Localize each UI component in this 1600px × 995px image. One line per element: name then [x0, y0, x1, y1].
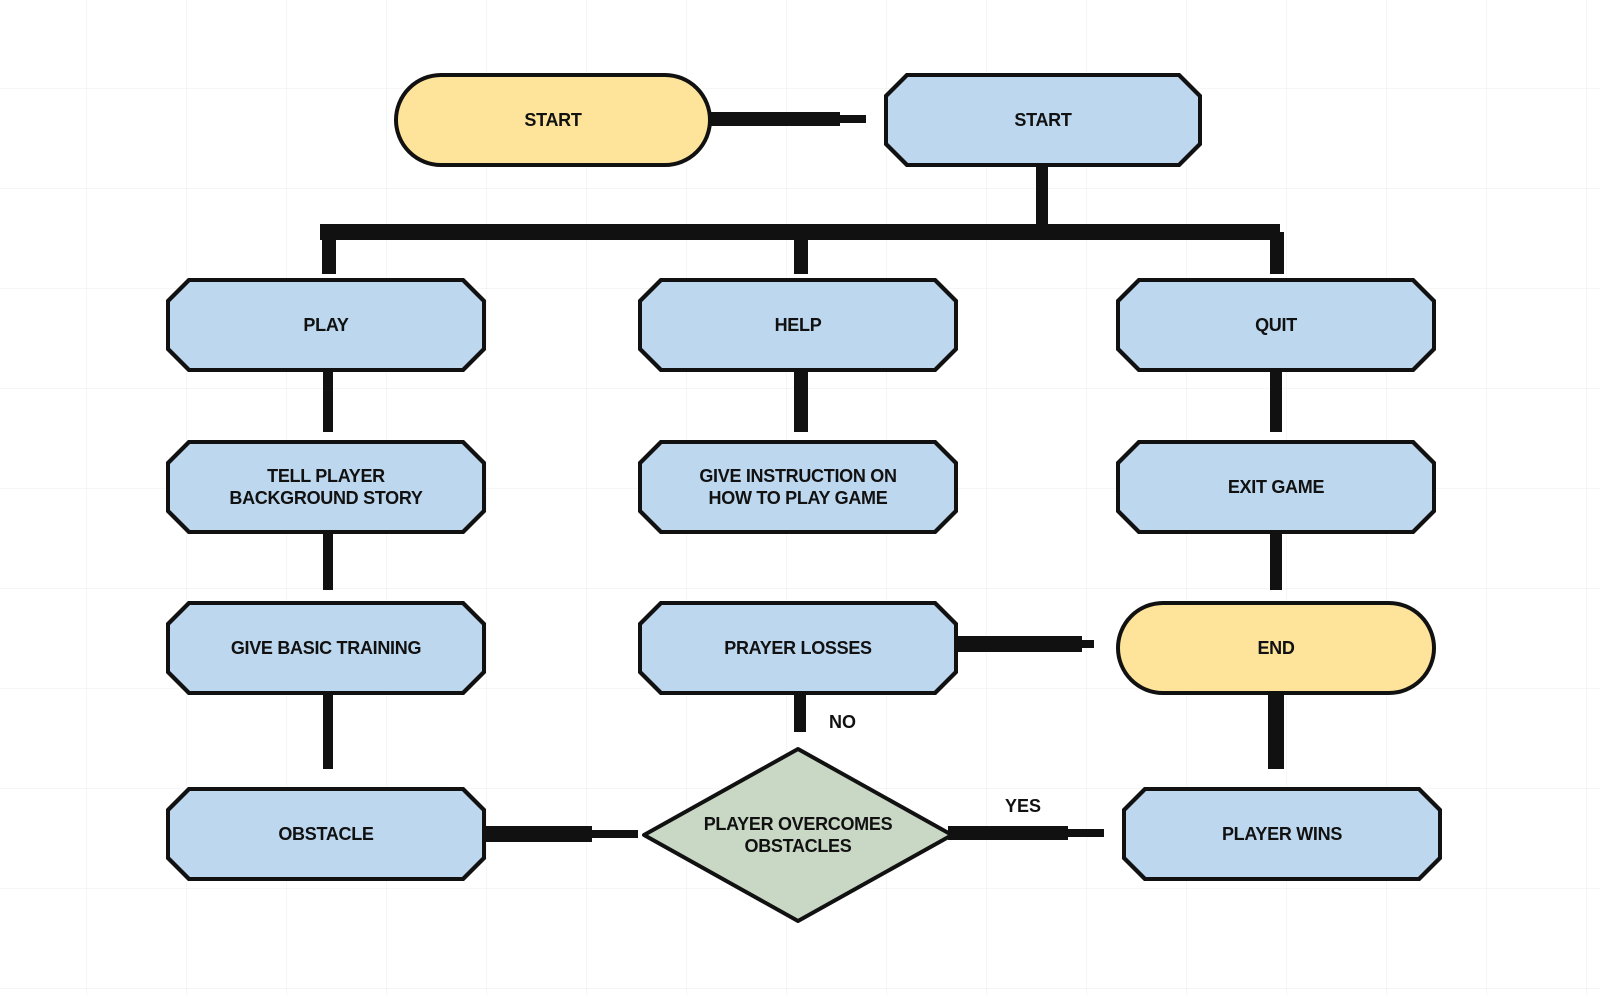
decision-label: PLAYER OVERCOMES OBSTACLES [640, 745, 956, 925]
play-box: PLAY [166, 278, 486, 372]
connector-help-instruction [794, 362, 808, 432]
give-instruction-line-2: HOW TO PLAY GAME [708, 488, 888, 508]
connector-obstacle-decision [472, 826, 592, 842]
edge-label-yes: YES [1005, 796, 1042, 816]
quit-box: QUIT [1116, 278, 1436, 372]
quit-label: QUIT [1255, 315, 1297, 335]
connector-quit-exit [1270, 362, 1282, 432]
connector-to-help [794, 232, 808, 274]
play-label: PLAY [303, 315, 349, 335]
connector-losses-end [932, 636, 1082, 652]
tell-story-label: TELL PLAYER BACKGROUND STORY [229, 465, 422, 509]
connector-to-quit [1270, 232, 1284, 274]
connector-story-training [323, 520, 333, 590]
help-label: HELP [774, 315, 822, 335]
help-box: HELP [638, 278, 958, 372]
connector-to-play [322, 232, 336, 274]
tell-story-box: TELL PLAYER BACKGROUND STORY [166, 440, 486, 534]
give-training-label: GIVE BASIC TRAINING [230, 638, 422, 658]
decision-shape [642, 747, 954, 923]
give-instruction-label: GIVE INSTRUCTION ON HOW TO PLAY GAME [699, 465, 896, 509]
obstacle-box: OBSTACLE [166, 787, 486, 881]
connector-end-wins [1268, 677, 1284, 769]
prayer-losses-label: PRAYER LOSSES [724, 638, 872, 658]
prayer-losses-box: PRAYER LOSSES [638, 601, 958, 695]
connector-training-obstacle [323, 677, 333, 769]
tell-story-line-2: BACKGROUND STORY [229, 488, 423, 508]
give-instruction-box: GIVE INSTRUCTION ON HOW TO PLAY GAME [638, 440, 958, 534]
connector-play-story [323, 362, 333, 432]
end-label: END [1257, 638, 1295, 658]
tell-story-line-1: TELL PLAYER [267, 466, 385, 486]
decision-line-1: PLAYER OVERCOMES [703, 814, 893, 834]
start-menu-label: START [1014, 110, 1072, 130]
connector-start-trunk [1036, 165, 1048, 230]
decision-line-2: OBSTACLES [744, 836, 852, 856]
end-terminal: END [1116, 601, 1436, 695]
exit-game-label: EXIT GAME [1227, 477, 1325, 497]
connector-exit-end [1270, 520, 1282, 590]
give-training-box: GIVE BASIC TRAINING [166, 601, 486, 695]
exit-game-box: EXIT GAME [1116, 440, 1436, 534]
connector-decision-wins [948, 826, 1068, 840]
decision-diamond: PLAYER OVERCOMES OBSTACLES [640, 745, 956, 925]
obstacle-label: OBSTACLE [278, 824, 374, 844]
start-terminal: START [394, 73, 712, 167]
connector-start-start [690, 112, 840, 126]
player-wins-box: PLAYER WINS [1122, 787, 1442, 881]
give-instruction-line-1: GIVE INSTRUCTION ON [699, 466, 897, 486]
edge-label-no: NO [829, 712, 856, 732]
player-wins-label: PLAYER WINS [1221, 824, 1343, 844]
start-terminal-label: START [524, 110, 582, 130]
start-menu-box: START [884, 73, 1202, 167]
